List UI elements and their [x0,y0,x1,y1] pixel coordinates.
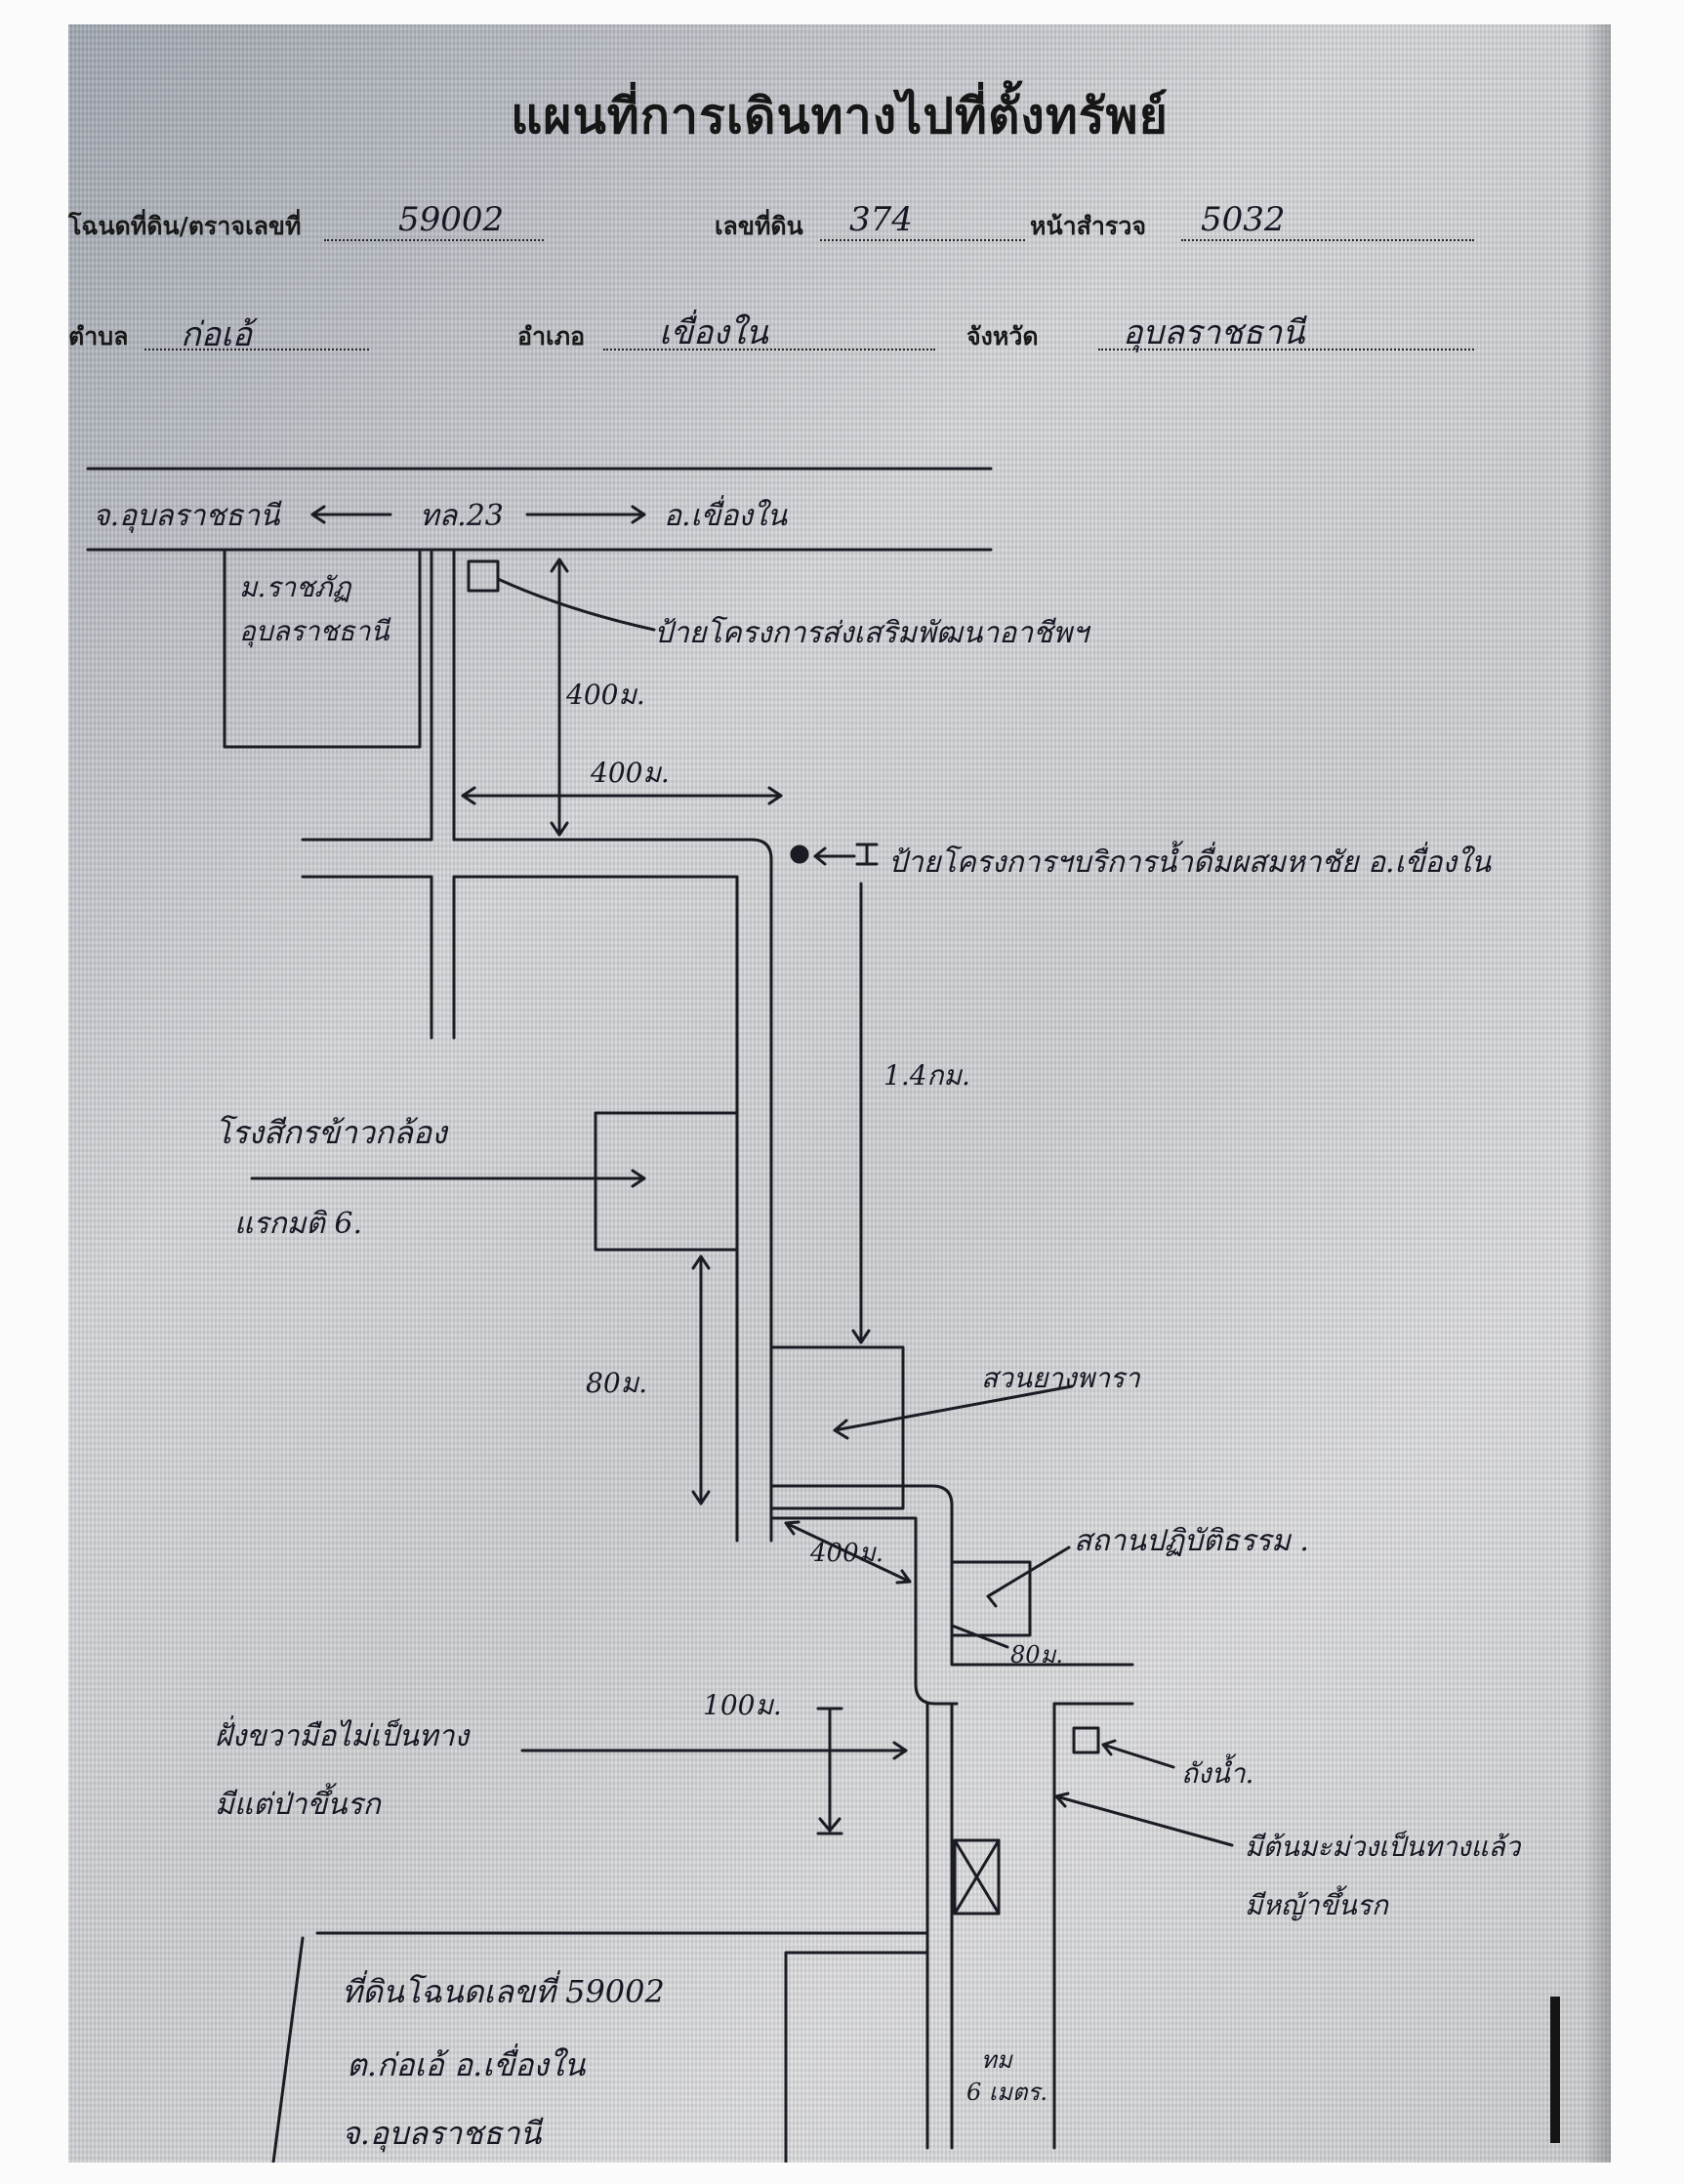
distance-80m-vertical: 80ม. [586,1367,647,1399]
scan-edge [1550,1997,1560,2143]
water-tank-block [1072,1726,1100,1754]
university-label-2: อุบลราชธานี [239,615,390,647]
road-width-label-2: 6 เมตร. [966,2079,1048,2106]
rubber-plantation-block [769,1345,905,1510]
province-value: อุบลราชธานี [1123,313,1305,352]
sign-2-label: ป้ายโครงการฯบริการน้ำดื่มผสมหาชัย อ.เขื่… [888,845,1492,880]
distance-80m-diagonal: 80ม. [1010,1641,1063,1669]
right-note-line-2: มีหญ้าขึ้นรก [1245,1889,1388,1921]
distance-400m-vertical: 400ม. [566,679,645,711]
distance-400m-diagonal: 400ม. [810,1539,884,1568]
road-width-label-1: ทม [981,2046,1012,2074]
map-sheet: แผนที่การเดินทางไปที่ตั้งทรัพย์ โฉนดที่ด… [68,24,1611,2163]
deed-value: 59002 [398,200,505,239]
amphoe-value: เขื่องใน [659,313,768,352]
tambon-label: ตำบล [68,322,129,350]
province-label: จังหวัด [966,322,1039,350]
rice-mill-label-1: โรงสีกรข้าวกล้อง [215,1114,447,1151]
sign-1-label: ป้ายโครงการส่งเสริมพัฒนาอาชีพฯ [654,616,1089,650]
distance-400m-horizontal: 400ม. [591,757,670,789]
rice-mill-block [594,1111,739,1252]
highway-road-label: ทล.23 [420,499,504,533]
parcel-label-1: ที่ดินโฉนดเลขที่ 59002 [342,1973,665,2010]
university-label-1: ม.ราชภัฏ [239,571,351,603]
highway-left-label: จ.อุบลราชธานี [93,499,280,533]
distance-1-4km: 1.4กม. [883,1059,970,1092]
practice-hall-block [950,1560,1032,1637]
parcel-outline [271,1931,929,2163]
boundary-marker [953,1838,1001,1916]
university-block [223,550,422,749]
highway-right-label: อ.เขื่องใน [664,499,788,533]
land-no-label: เลขที่ดิน [715,212,803,240]
deed-label: โฉนดที่ดิน/ตราจเลขที่ [68,212,302,240]
left-note-line-1: ฝั่งขวามือไม่เป็นทาง [215,1719,470,1753]
right-note-line-1: มีต้นมะม่วงเป็นทางแล้ว [1245,1831,1521,1863]
rubber-plantation-label: สวนยางพารา [981,1362,1140,1394]
practice-hall-label: สถานปฏิบัติธรรม . [1074,1524,1309,1558]
water-tank-label: ถังน้ำ. [1181,1757,1254,1790]
page-title: แผนที่การเดินทางไปที่ตั้งทรัพย์ [511,88,1169,144]
tambon-value: ก่อเอ้ [181,315,253,354]
survey-value: 5032 [1201,200,1286,239]
route-map [86,467,1234,2163]
amphoe-label: อำเภอ [517,322,586,350]
survey-label: หน้าสำรวจ [1030,212,1147,240]
left-note-line-2: มีแต่ป่าขึ้นรก [215,1788,381,1822]
land-no-value: 374 [849,200,913,239]
distance-100m: 100ม. [703,1689,782,1721]
rice-mill-label-2: แรกมติ 6. [234,1207,363,1241]
parcel-label-3: จ.อุบลราชธานี [342,2115,542,2152]
parcel-label-2: ต.ก่อเอ้ อ.เขื่องใน [347,2046,586,2083]
